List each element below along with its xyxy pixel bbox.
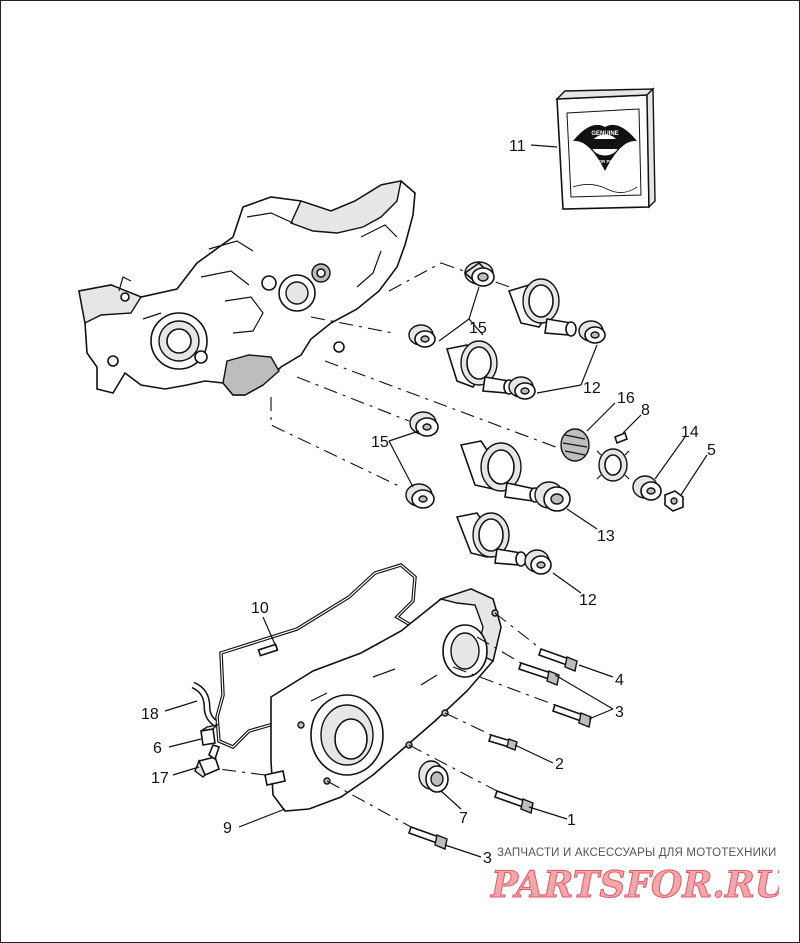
callout-4: 4 — [615, 672, 624, 689]
callout-6: 6 — [153, 740, 162, 757]
bushing-14 — [632, 475, 662, 501]
callout-13: 13 — [597, 528, 615, 545]
callout-17: 17 — [151, 770, 169, 787]
parts-box-11: GENUINE MOTOR PARTS — [555, 87, 656, 210]
screw-3a-lower — [551, 703, 592, 728]
watermark-brand-logo: PARTSFOR.RU — [490, 864, 780, 907]
lower-cam-gear-b — [455, 512, 527, 567]
callout-9: 9 — [223, 820, 232, 837]
callout-7: 7 — [459, 810, 468, 827]
watermark-caption: ЗАПЧАСТИ И АКСЕССУАРЫ ДЛЯ МОТОТЕХНИКИ — [497, 847, 777, 859]
callout-15-lower: 15 — [371, 434, 389, 451]
callout-14: 14 — [681, 424, 699, 441]
callout-15-upper: 15 — [469, 320, 487, 337]
key-8 — [614, 431, 628, 445]
upper-cam-bearing-15a — [463, 261, 495, 287]
cam-cover-9 — [264, 588, 502, 812]
callout-3-upper: 3 — [615, 704, 624, 721]
callout-18: 18 — [141, 706, 159, 723]
screw-3a-upper — [517, 661, 560, 686]
callout-5: 5 — [707, 442, 716, 459]
bearing-15b-lower — [405, 483, 435, 509]
bearing-15b-upper — [409, 411, 439, 437]
screw-projection-lines — [218, 612, 556, 828]
lower-cam-bearing-15a — [408, 324, 436, 348]
bushing-13 — [534, 481, 571, 512]
callout-1: 1 — [567, 812, 576, 829]
callout-labels: 11 15 12 16 8 15 14 5 13 12 10 4 3 18 6 … — [141, 138, 716, 867]
screw-2 — [487, 734, 518, 751]
fitting-6 — [200, 723, 220, 746]
watermark-brand-text: PARTSFOR.RU — [490, 864, 779, 906]
upper-cam-gear-b — [445, 340, 515, 395]
hose-18 — [191, 681, 218, 726]
elbow-17 — [194, 744, 221, 778]
callout-16: 16 — [617, 390, 635, 407]
callout-12-upper: 12 — [583, 380, 601, 397]
leader-lines — [164, 144, 708, 858]
seal-7 — [418, 760, 449, 793]
bearing-12b — [524, 549, 552, 575]
callout-12-lower: 12 — [579, 592, 597, 609]
screw-3b — [407, 825, 448, 850]
screw-4 — [537, 647, 578, 672]
genuine-logo-emblem: GENUINE MOTOR PARTS — [573, 124, 637, 171]
pinion-gear — [596, 448, 630, 482]
callout-10: 10 — [251, 600, 269, 617]
callout-3-lower: 3 — [483, 850, 492, 867]
logo-line1: GENUINE — [591, 131, 618, 137]
bearing-12a-upper — [578, 320, 606, 344]
crankcase — [78, 180, 416, 396]
logo-line2: MOTOR PARTS — [589, 159, 622, 164]
upper-cam-gear-a — [507, 278, 577, 337]
worm-gear-16 — [560, 428, 590, 462]
lower-cam-gear-a — [459, 440, 541, 503]
nut-5 — [664, 490, 684, 512]
callout-11: 11 — [509, 138, 526, 155]
screw-1 — [493, 789, 534, 814]
bearing-12a-lower — [508, 376, 536, 400]
callout-8: 8 — [641, 402, 650, 419]
callout-2: 2 — [555, 756, 564, 773]
